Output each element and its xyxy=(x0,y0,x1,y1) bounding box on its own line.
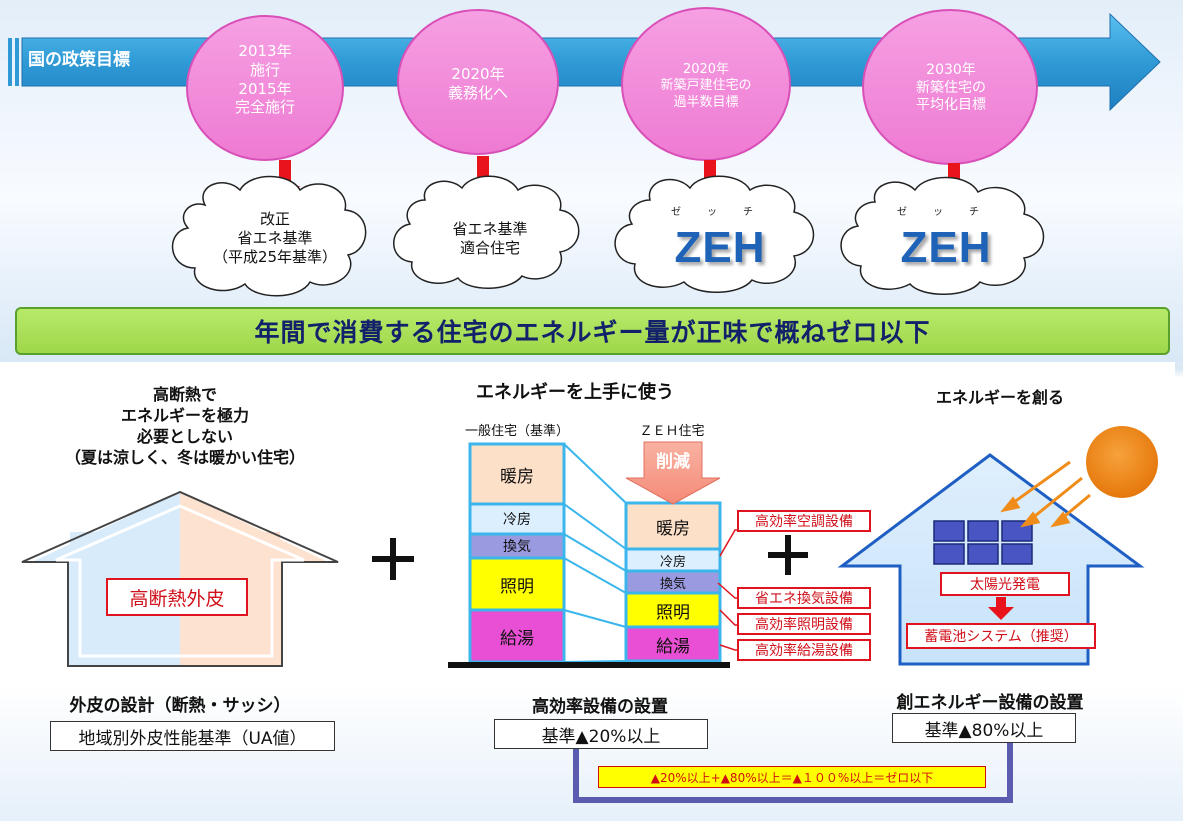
insulated-envelope-label: 高断熱外皮 xyxy=(106,578,248,616)
general-hot-water-label: 給湯 xyxy=(500,628,534,649)
cloud-1-line: 省エネ基準 xyxy=(237,228,313,247)
zeh-lighting-label: 照明 xyxy=(656,602,690,623)
insulation-heading-line: エネルギーを極力 xyxy=(120,406,249,426)
zero-energy-formula: ▲20%以上+▲80%以上＝▲１００%以上＝ゼロ以下 xyxy=(598,766,986,788)
envelope-standard-box: 地域別外皮性能基準（UA値） xyxy=(50,721,335,751)
general-heating-label: 暖房 xyxy=(500,466,534,487)
hvac-equipment-label: 高効率空調設備 xyxy=(737,510,871,532)
energy-creation-title: 創エネルギー設備の設置 xyxy=(896,693,1084,713)
zeh-heating-label: 暖房 xyxy=(656,518,690,539)
clouds xyxy=(172,175,1045,297)
bars-baseline xyxy=(448,662,730,668)
milestone-1-line: 2015年 xyxy=(238,79,292,98)
efficiency-heading: エネルギーを上手に使う xyxy=(476,382,674,403)
ventilation-equipment-label: 省エネ換気設備 xyxy=(737,587,871,609)
zeh-logo-1: ZEH xyxy=(674,223,766,272)
hot-water-equipment-label: 高効率給湯設備 xyxy=(737,639,871,661)
efficient-equipment-title: 高効率設備の設置 xyxy=(532,697,668,717)
milestone-1-line: 完全施行 xyxy=(234,98,295,117)
milestone-4-line: 2030年 xyxy=(926,62,976,78)
reduction-arrow xyxy=(625,441,721,505)
creation-heading: エネルギーを創る xyxy=(935,388,1064,407)
cloud-2-text: 省エネ基準 適合住宅 xyxy=(420,220,560,258)
zeh-ventilation-label: 換気 xyxy=(659,576,686,592)
milestone-4-line: 平均化目標 xyxy=(916,97,986,113)
battery-system-label: 蓄電池システム（推奨） xyxy=(906,623,1096,649)
cloud-1-line: （平成25年基準） xyxy=(212,247,338,266)
formula-connector xyxy=(573,742,1013,803)
envelope-design-title: 外皮の設計（断熱・サッシ） xyxy=(69,696,291,716)
efficiency-standard-box: 基準▲20%以上 xyxy=(494,719,708,749)
milestone-1-line: 施行 xyxy=(249,60,280,79)
zeh-hot-water-label: 給湯 xyxy=(656,636,690,657)
milestone-3-line: 新築戸建住宅の xyxy=(660,78,752,94)
milestone-2-line: 義務化へ xyxy=(447,83,508,102)
cloud-2-line: 省エネ基準 xyxy=(452,220,528,238)
general-cooling-label: 冷房 xyxy=(503,512,531,528)
milestone-3-text: 2020年 新築戸建住宅の 過半数目標 xyxy=(630,62,782,111)
zeh-ruby-2: ゼッチ xyxy=(897,207,1005,218)
zeh-definition-banner: 年間で消費する住宅のエネルギー量が正味で概ねゼロ以下 xyxy=(15,307,1170,355)
zeh-cooling-label: 冷房 xyxy=(659,554,686,570)
milestone-1-line: 2013年 xyxy=(238,42,292,60)
general-lighting-label: 照明 xyxy=(500,576,534,597)
insulation-heading-line: 必要としない xyxy=(136,427,233,447)
insulation-heading-line: 高断熱で xyxy=(152,385,217,404)
cloud-2-line: 適合住宅 xyxy=(459,238,520,257)
insulation-heading: 高断熱で エネルギーを極力 必要としない （夏は涼しく、冬は暖かい住宅） xyxy=(30,384,340,468)
lighting-equipment-label: 高効率照明設備 xyxy=(737,613,871,635)
solar-house xyxy=(837,426,1158,666)
plus-signs xyxy=(372,535,808,580)
zeh-house-bars xyxy=(624,501,722,663)
solar-power-label: 太陽光発電 xyxy=(940,572,1070,596)
general-ventilation-label: 換気 xyxy=(503,539,531,555)
zeh-house-column-label: ＺＥＨ住宅 xyxy=(639,424,705,439)
cloud-1-line: 改正 xyxy=(259,210,290,228)
milestone-2-text: 2020年 義務化へ xyxy=(418,65,538,103)
bar-connectors xyxy=(563,443,627,663)
zeh-logo-2: ZEH xyxy=(900,223,992,272)
reduction-label: 削減 xyxy=(656,452,690,472)
general-house-bars xyxy=(468,442,566,664)
zeh-ruby-1: ゼッチ xyxy=(671,207,779,218)
milestone-1-text: 2013年 施行 2015年 完全施行 xyxy=(205,42,325,117)
creation-standard-box: 基準▲80%以上 xyxy=(892,713,1076,743)
milestone-4-text: 2030年 新築住宅の 平均化目標 xyxy=(876,62,1026,115)
milestone-circles xyxy=(186,7,1038,165)
insulation-heading-line: （夏は涼しく、冬は暖かい住宅） xyxy=(64,448,305,468)
cloud-1-text: 改正 省エネ基準 （平成25年基準） xyxy=(200,210,350,266)
milestone-3-line: 過半数目標 xyxy=(673,94,739,110)
milestone-down-arrows xyxy=(270,156,969,204)
timeline-label: 国の政策目標 xyxy=(28,50,130,70)
general-house-column-label: 一般住宅（基準） xyxy=(464,424,569,439)
milestone-3-line: 2020年 xyxy=(682,62,730,77)
milestone-4-line: 新築住宅の xyxy=(916,79,986,96)
milestone-2-line: 2020年 xyxy=(451,65,505,83)
